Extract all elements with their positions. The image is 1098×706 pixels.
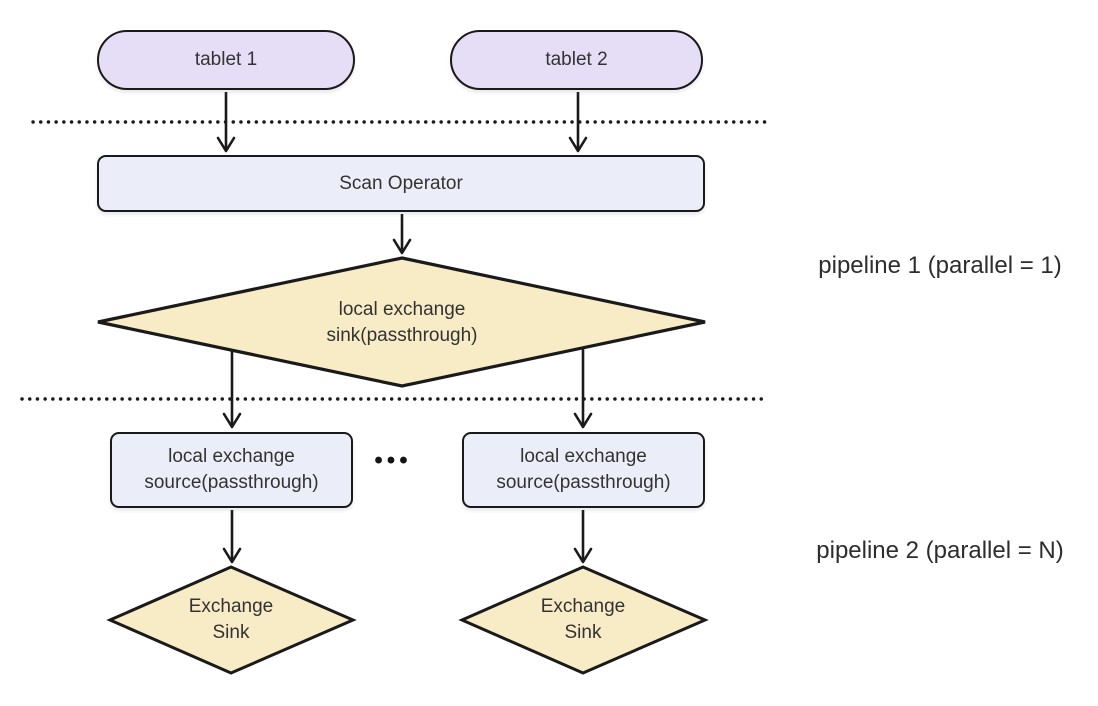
source-right-line1: local exchange — [520, 446, 647, 467]
exchange-sink-left-line2: Sink — [212, 622, 250, 643]
exchange-sink-right-label: Exchange Sink — [541, 594, 626, 646]
tablet2-label: tablet 2 — [545, 49, 608, 70]
pipeline1-annotation: pipeline 1 (parallel = 1) — [818, 252, 1062, 279]
exchange-sink-right-line2: Sink — [564, 622, 602, 643]
tablet2-node: tablet 2 — [450, 30, 703, 90]
exchange-sink-left-line1: Exchange — [188, 596, 274, 617]
local-exchange-sink-diamond — [97, 256, 706, 388]
local-exchange-source-left-label: local exchange source(passthrough) — [144, 444, 318, 496]
scan-operator-label: Scan Operator — [339, 172, 463, 194]
exchange-sink-right-line1: Exchange — [540, 596, 626, 617]
source-right-line2: source(passthrough) — [496, 472, 671, 493]
exchange-sink-right-diamond — [458, 565, 709, 675]
scan-operator-node: Scan Operator — [97, 155, 705, 212]
tablet1-label: tablet 1 — [194, 49, 258, 70]
source-left-line2: source(passthrough) — [144, 472, 319, 493]
local-exchange-source-right-label: local exchange source(passthrough) — [496, 444, 670, 496]
source-left-line1: local exchange — [168, 446, 295, 467]
exchange-sink-left-label: Exchange Sink — [189, 594, 274, 646]
more-sources-ellipsis: ••• — [374, 447, 412, 474]
exchange-sink-left-diamond — [106, 565, 357, 675]
local-exchange-sink-line2: sink(passthrough) — [326, 325, 478, 346]
local-exchange-source-left-node: local exchange source(passthrough) — [110, 432, 353, 508]
pipeline2-annotation: pipeline 2 (parallel = N) — [816, 537, 1064, 564]
local-exchange-sink-label: local exchange sink(passthrough) — [326, 297, 477, 349]
tablet1-node: tablet 1 — [97, 30, 355, 90]
local-exchange-source-right-node: local exchange source(passthrough) — [462, 432, 705, 508]
local-exchange-sink-line1: local exchange — [338, 299, 466, 320]
